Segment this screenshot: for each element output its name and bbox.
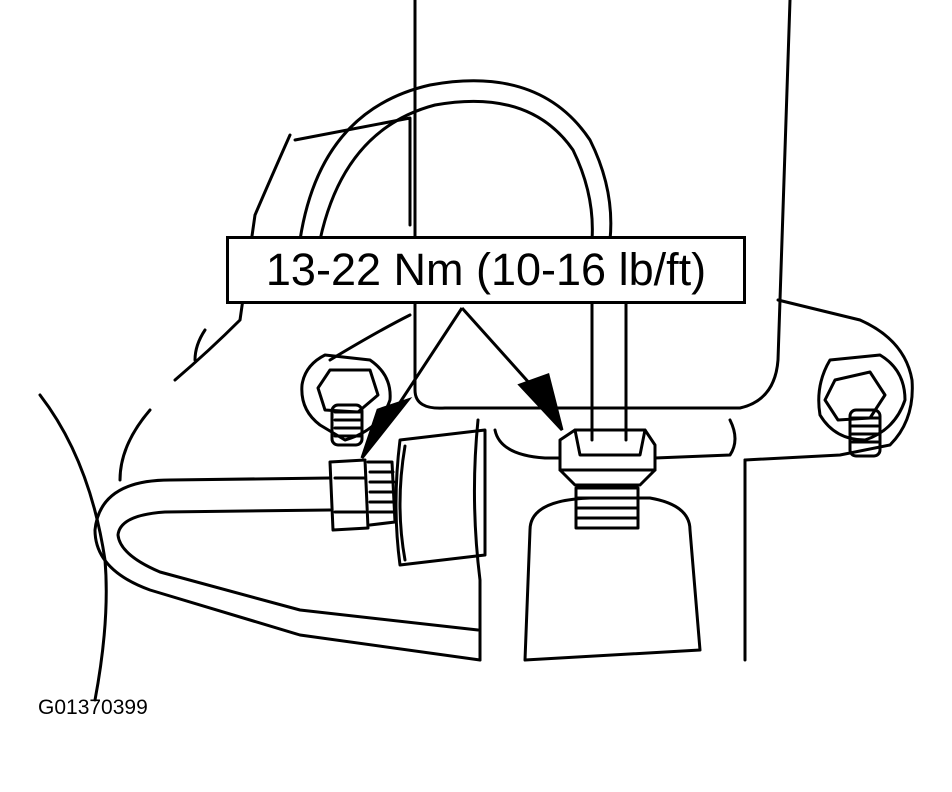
axle-housing — [472, 418, 747, 662]
axle-housing-lower — [523, 496, 702, 662]
caliper-bracket-bolt-right — [817, 353, 907, 458]
arrowhead-right — [517, 373, 564, 432]
arrowhead-left — [360, 396, 413, 459]
bracket-right — [743, 298, 914, 462]
brake-line-flare-nut-right — [558, 428, 657, 530]
brake-hose-fitting-edge — [398, 444, 407, 562]
brake-line-upper-loop-inner — [316, 99, 594, 252]
brake-line-upper-loop — [298, 79, 613, 242]
brake-line-vertical — [590, 298, 628, 442]
wheel-arc-left — [38, 393, 108, 702]
brake-hose-fitting — [394, 428, 487, 567]
brake-line-flare-nut-left — [328, 458, 397, 532]
pointer-line-right — [460, 306, 542, 397]
shock-absorber-body — [413, 0, 792, 410]
pointer-line-left — [393, 307, 464, 411]
backing-plate-contour — [193, 313, 412, 362]
figure-id: G01370399 — [38, 696, 148, 719]
torque-spec-label: 13-22 Nm (10-16 lb/ft) — [226, 236, 746, 304]
caliper-bracket-bolt-left — [300, 353, 392, 447]
brake-line-lower — [93, 476, 482, 662]
